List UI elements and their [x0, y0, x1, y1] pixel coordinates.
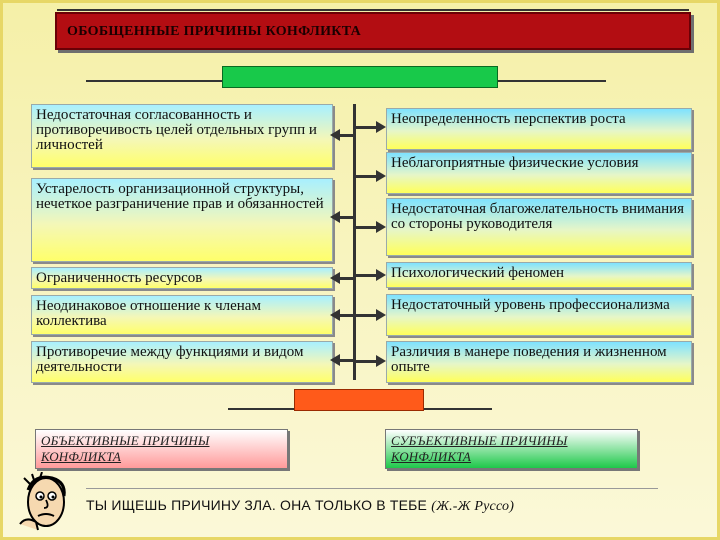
arrow-right-6 — [356, 355, 386, 367]
right-cause-text-4: Психологический феномен — [391, 265, 565, 281]
right-cause-text-5: Недостаточный уровень профессионализма — [391, 297, 670, 313]
left-cause-box-5: Противоречие между функциями и видом дея… — [31, 341, 333, 383]
arrow-right-1 — [356, 121, 386, 133]
arrow-right-5 — [356, 309, 386, 321]
left-cause-box-4: Неодинаковое отношение к членам коллекти… — [31, 295, 333, 335]
objective-causes-label: ОБЪЕКТИВНЫЕ ПРИЧИНЫ КОНФЛИКТА — [35, 429, 288, 469]
arrow-left-1 — [330, 129, 354, 141]
right-cause-box-3: Недостаточная благожелательность внимани… — [386, 198, 692, 256]
right-cause-box-1: Неопределенность перспектив роста — [386, 108, 692, 150]
left-cause-box-3: Ограниченность ресурсов — [31, 267, 333, 289]
arrow-left-3 — [330, 272, 354, 284]
arrow-left-5 — [330, 354, 354, 366]
objective-causes-text: ОБЪЕКТИВНЫЕ ПРИЧИНЫ КОНФЛИКТА — [41, 433, 210, 464]
arrow-right-2 — [356, 170, 386, 182]
page-title-text: ОБОБЩЕННЫЕ ПРИЧИНЫ КОНФЛИКТА — [67, 24, 362, 39]
right-cause-text-3: Недостаточная благожелательность внимани… — [391, 201, 685, 232]
subjective-header-bar — [294, 389, 424, 411]
arrow-right-4 — [356, 269, 386, 281]
quote-divider — [86, 488, 658, 489]
quote-line: ТЫ ИЩЕШЬ ПРИЧИНУ ЗЛА. ОНА ТОЛЬКО В ТЕБЕ … — [86, 497, 514, 515]
left-cause-text-2: Устарелость организационной структуры, н… — [36, 181, 324, 212]
left-cause-box-1: Недостаточная согласованность и противор… — [31, 104, 333, 168]
right-cause-box-5: Недостаточный уровень профессионализма — [386, 294, 692, 336]
quote-author: (Ж.-Ж Руссо) — [431, 499, 515, 514]
page-title: ОБОБЩЕННЫЕ ПРИЧИНЫ КОНФЛИКТА — [55, 9, 691, 50]
quote-text: ТЫ ИЩЕШЬ ПРИЧИНУ ЗЛА. ОНА ТОЛЬКО В ТЕБЕ — [86, 497, 432, 513]
arrow-left-2 — [330, 211, 354, 223]
right-cause-text-6: Различия в манере поведения и жизненном … — [391, 344, 667, 375]
right-cause-text-2: Неблагоприятные физические условия — [391, 155, 639, 171]
left-cause-text-3: Ограниченность ресурсов — [36, 270, 203, 286]
left-cause-box-2: Устарелость организационной структуры, н… — [31, 178, 333, 262]
arrow-left-4 — [330, 309, 354, 321]
diagram-spine — [353, 104, 356, 380]
left-cause-text-4: Неодинаковое отношение к членам коллекти… — [36, 298, 261, 329]
right-cause-box-6: Различия в манере поведения и жизненном … — [386, 341, 692, 383]
arrow-right-3 — [356, 221, 386, 233]
thinking-face-icon — [19, 472, 66, 531]
right-cause-box-2: Неблагоприятные физические условия — [386, 152, 692, 194]
subjective-causes-text: СУБЪЕКТИВНЫЕ ПРИЧИНЫ КОНФЛИКТА — [391, 433, 568, 464]
left-cause-text-5: Противоречие между функциями и видом дея… — [36, 344, 304, 375]
right-cause-text-1: Неопределенность перспектив роста — [391, 111, 626, 127]
left-cause-text-1: Недостаточная согласованность и противор… — [36, 107, 317, 153]
title-top-rule — [57, 9, 689, 11]
objective-header-bar — [222, 66, 498, 88]
subjective-causes-label: СУБЪЕКТИВНЫЕ ПРИЧИНЫ КОНФЛИКТА — [385, 429, 638, 469]
right-cause-box-4: Психологический феномен — [386, 262, 692, 288]
